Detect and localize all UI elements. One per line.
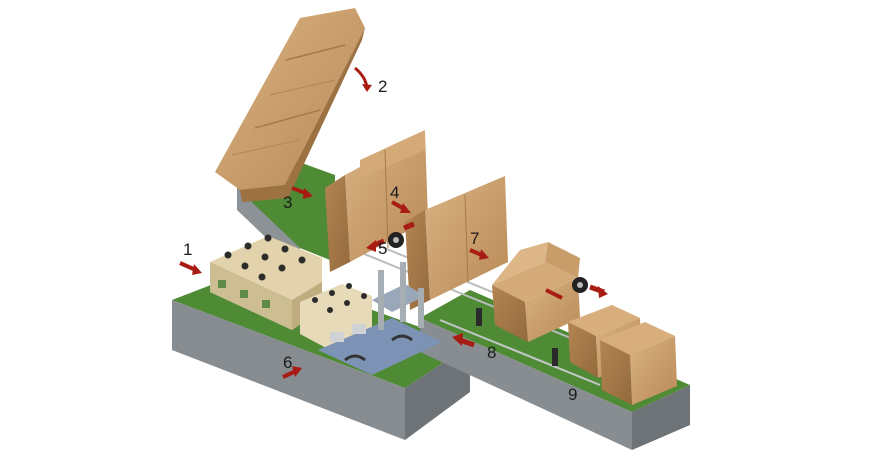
closed-carton-2 bbox=[600, 322, 677, 405]
arrow-step-8 bbox=[452, 288, 563, 348]
arrow-step-1 bbox=[179, 261, 202, 275]
open-carton bbox=[492, 242, 580, 342]
stopper-blocks bbox=[476, 308, 558, 366]
step-label-7: 7 bbox=[470, 229, 479, 248]
arrow-step-6 bbox=[282, 366, 302, 379]
step-label-2: 2 bbox=[378, 77, 387, 96]
flat-carton-stack bbox=[215, 8, 365, 202]
step-label-4: 4 bbox=[390, 183, 399, 202]
packing-machine bbox=[318, 262, 442, 375]
step-label-5: 5 bbox=[378, 239, 387, 258]
roller-5 bbox=[388, 232, 404, 248]
step-label-9: 9 bbox=[568, 385, 577, 404]
arrow-step-2 bbox=[354, 66, 372, 92]
arrow-step-7 bbox=[469, 248, 608, 298]
step-label-1: 1 bbox=[183, 240, 192, 259]
roller-7 bbox=[572, 277, 588, 293]
step-label-8: 8 bbox=[487, 343, 496, 362]
arrow-step-3 bbox=[291, 186, 313, 199]
jerrycan-group bbox=[210, 234, 322, 330]
arrow-step-4 bbox=[391, 200, 411, 213]
arrow-step-5 bbox=[366, 221, 415, 252]
carton-erecting-2 bbox=[405, 176, 508, 310]
step-label-3: 3 bbox=[283, 193, 292, 212]
step-label-6: 6 bbox=[283, 353, 292, 372]
